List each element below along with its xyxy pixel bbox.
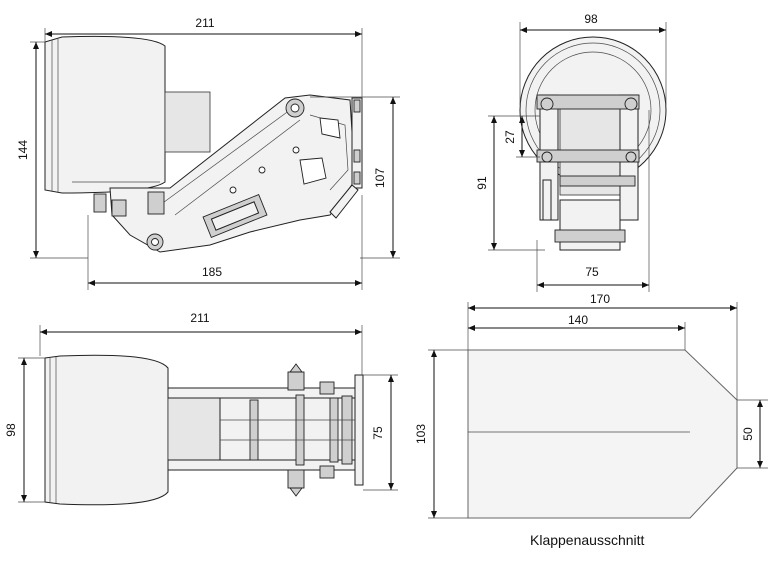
cutout-view: 170 140 103 50 Klappenausschnitt <box>414 292 768 548</box>
side-view: 211 144 107 185 <box>16 16 400 290</box>
top-dim-height-left: 98 <box>4 357 45 503</box>
bracket-arm-side <box>93 94 363 253</box>
cutout-dim-height-left-label: 103 <box>414 424 428 444</box>
side-dim-width-bottom-label: 185 <box>202 265 222 279</box>
side-dim-height-right: 107 <box>310 96 400 259</box>
lamp-head-top <box>44 354 169 506</box>
cutout-dim-height-right-label: 50 <box>741 427 755 441</box>
side-dim-width-bottom: 185 <box>87 195 363 290</box>
cutout-dim-width-top-label: 140 <box>568 313 588 327</box>
front-dim-height-b-label: 27 <box>503 130 517 144</box>
front-dim-width-top: 98 <box>519 12 667 105</box>
side-dim-height-right-label: 107 <box>373 168 387 188</box>
cutout-dim-width-top: 140 <box>468 313 686 350</box>
front-dim-width-bottom: 75 <box>536 110 650 292</box>
top-dim-width-top: 211 <box>39 311 363 375</box>
front-dim-width-top-label: 98 <box>584 12 598 26</box>
cutout-dim-width-total-label: 170 <box>590 292 610 306</box>
front-dim-height-a: 91 <box>475 115 545 251</box>
front-view: 98 91 27 75 <box>475 12 667 292</box>
bracket-front <box>536 94 640 251</box>
lamp-head-side <box>44 35 211 194</box>
front-dim-height-b: 27 <box>503 116 540 158</box>
side-dim-width-top: 211 <box>44 16 363 98</box>
top-dim-width-top-label: 211 <box>190 311 209 325</box>
top-dim-height-left-label: 98 <box>4 423 18 437</box>
top-dim-height-right-label: 75 <box>371 426 385 440</box>
front-dim-height-a-label: 91 <box>475 176 489 190</box>
top-view: 211 98 75 <box>4 311 398 506</box>
side-dim-width-top-label: 211 <box>195 16 214 30</box>
cutout-dim-height-left: 103 <box>414 349 468 519</box>
top-dim-height-right: 75 <box>363 374 398 491</box>
front-dim-width-bottom-label: 75 <box>585 265 599 279</box>
side-dim-height-left: 144 <box>16 41 88 259</box>
bracket-top <box>167 363 364 497</box>
cutout-dim-height-right: 50 <box>737 399 768 469</box>
side-dim-height-left-label: 144 <box>16 140 30 160</box>
cutout-dim-width-total: 170 <box>467 292 738 400</box>
cutout-shape <box>467 349 738 519</box>
cutout-caption: Klappenausschnitt <box>530 532 645 548</box>
